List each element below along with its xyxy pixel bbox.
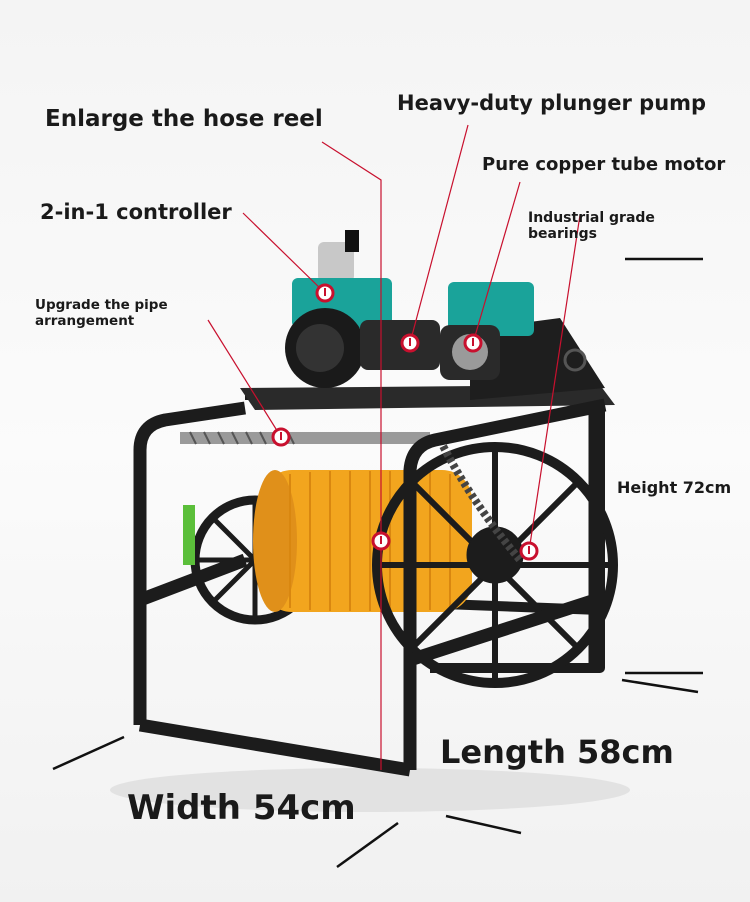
- label-bearings-line1: Industrial grade: [528, 210, 655, 226]
- right-reel-wheel: [372, 442, 618, 688]
- leader-lines: [207, 124, 581, 770]
- plunger-pump: [285, 308, 440, 388]
- label-pipe-arrangement: Upgrade the pipe arrangement: [35, 297, 168, 329]
- floor-shadow: [110, 768, 630, 812]
- orange-hose-coil: [253, 470, 472, 612]
- label-length: Length 58cm: [440, 733, 674, 771]
- callout-markers: [271, 283, 539, 561]
- label-pipe-line1: Upgrade the pipe: [35, 297, 168, 313]
- marker-pipe: [271, 427, 291, 447]
- label-width: Width 54cm: [127, 788, 356, 828]
- pipe-arrangement-screw: [180, 431, 430, 445]
- label-height: Height 72cm: [617, 478, 732, 497]
- label-bearings: Industrial grade bearings: [528, 210, 655, 242]
- marker-bearings: [519, 541, 539, 561]
- marker-controller: [315, 283, 335, 303]
- marker-motor: [463, 333, 483, 353]
- label-copper-motor: Pure copper tube motor: [482, 154, 726, 175]
- label-plunger-pump: Heavy-duty plunger pump: [397, 91, 707, 115]
- front-frame: [133, 398, 607, 777]
- hose-fitting: [183, 505, 195, 565]
- label-bearings-line2: bearings: [528, 226, 597, 243]
- control-box: [470, 318, 605, 400]
- marker-pump: [400, 333, 420, 353]
- label-pipe-line2: arrangement: [35, 312, 135, 329]
- drive-chain: [436, 438, 524, 563]
- label-controller: 2-in-1 controller: [40, 200, 232, 224]
- label-hose-reel: Enlarge the hose reel: [45, 106, 323, 132]
- dimension-lines: [52, 257, 703, 869]
- marker-hose-reel: [371, 531, 391, 551]
